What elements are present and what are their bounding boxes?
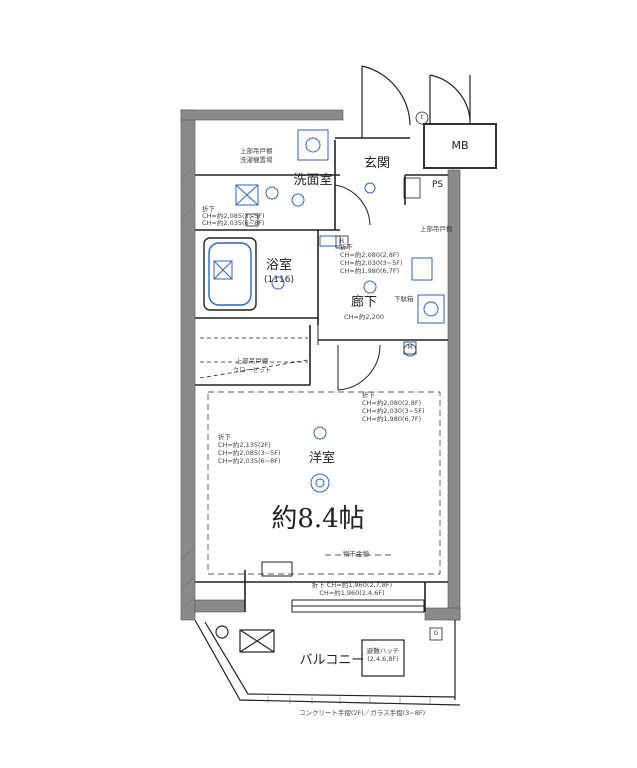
hall-ceiling-3: CH=約1,980(6,7F) [340,267,400,275]
wall-mb-box [423,123,497,169]
wall-top-left [180,109,344,121]
railing-note: コンクリート手摺(2F)／ガラス手摺(3~8F) [298,709,426,717]
wall-right [447,169,461,621]
shoe-box-label: 下駄箱 [394,295,414,303]
balcony [194,619,461,706]
wall-left-upper [180,109,196,621]
washroom-ceiling-1: CH=約2,085(3~5F) [202,212,265,220]
window [261,561,425,613]
window-ceiling-2: CH=約1,960(2,4,6F) [319,589,385,597]
window-ceiling-1: 折下 CH=約1,960(2,7,8F) [311,581,393,589]
western-right-3: CH=約1,980(6,7F) [362,415,422,423]
western-right-2: CH=約2,030(3~5F) [362,407,425,415]
symbol-m: M [407,343,413,351]
partitions [195,137,448,612]
front-door [361,65,471,138]
entrance-label: 玄関 [363,156,391,171]
hatch-label-2: (2,4,6,8F) [367,655,399,663]
bathtub [203,237,257,311]
closet-label: クローゼット [232,366,272,374]
western-room-label: 洋室 [308,451,336,466]
western-left-3: CH=約2,035(6~8F) [218,457,281,465]
wall-bottom-right [424,607,461,621]
ps-label: PS [432,180,444,190]
balcony-rail-ticks [267,696,431,704]
bathroom-label: 浴室 [265,258,293,273]
western-left-2: CH=約2,085(3~5F) [218,449,281,457]
interior-doors [317,184,381,391]
symbol-c: C [249,215,255,223]
bathroom-size: (1116) [264,275,294,285]
closet-upper-note: 上部吊戸棚 [235,357,269,365]
upper-shelf-note-3: 上部吊戸棚 [420,225,453,233]
symbol-t: t [420,113,424,121]
western-room-area: 約8.4帖 [271,504,365,534]
hall-ceiling-title: 折下 [340,243,353,251]
hatch-label-1: 避難ハッチ [366,647,400,655]
closet-lines [199,337,309,379]
balcony-label: バルコニー [299,653,365,668]
hallway-ch: CH=約2,200 [344,313,384,321]
western-right-1: CH=約2,080(2,8F) [362,399,422,407]
washroom-label: 洗面室 [293,173,333,188]
symbol-g: G [433,629,439,637]
hallway-label: 廊下 [350,295,378,310]
hall-ceiling-2: CH=約2,030(3~5F) [340,259,403,267]
western-left-title: 折下 [218,433,231,441]
mb-label: MB [451,139,469,152]
drying-rail-label: 物干金物 [343,550,369,558]
washroom-ceiling-title: 折下 [202,205,215,213]
laundry-note: 洗濯機置場 [240,156,273,164]
symbol-boxes [245,111,443,641]
wall-hatch [180,165,196,611]
upper-shelf-note-1: 上部吊戸棚 [240,147,273,155]
exterior-walls [180,109,497,621]
western-left-1: CH=約2,135(2F) [218,441,271,449]
symbol-r: R [339,237,345,245]
room-dashed [207,391,441,575]
hall-ceiling-1: CH=約2,080(2,8F) [340,251,400,259]
western-right-title: 折下 [362,391,375,399]
washroom-ceiling-2: CH=約2,035(6~8F) [202,219,265,227]
washroom-fixtures [235,129,445,493]
wall-bottom [194,599,246,613]
